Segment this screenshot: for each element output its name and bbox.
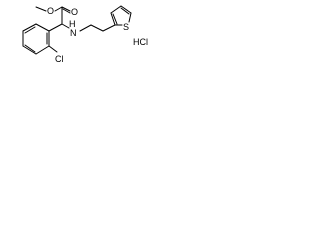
ch2-to-thiophene-bond xyxy=(102,24,116,32)
sulfur-label: S xyxy=(123,22,129,32)
ester-oxygen-single-label: O xyxy=(47,6,54,16)
ch2-ch2-bond xyxy=(90,24,104,32)
ester-o-c-bond xyxy=(54,6,63,12)
methyl-bond xyxy=(35,6,47,12)
phenyl-bond-2 xyxy=(35,45,50,55)
chlorine-label: Cl xyxy=(55,54,64,64)
phenyl-bond-5-double xyxy=(24,26,36,34)
ester-oxygen-double-label: O xyxy=(71,7,78,17)
chemical-structure: O O H N S Cl HCl xyxy=(22,5,148,64)
alpha-to-phenyl-bond xyxy=(48,23,63,32)
n-to-ch2-bond xyxy=(79,24,92,32)
carbonyl-double-bond-2 xyxy=(62,8,71,14)
phenyl-bond-3 xyxy=(22,45,37,55)
phenyl-bond-3-double xyxy=(24,44,36,53)
phenyl-to-cl-bond xyxy=(48,45,58,53)
thiophene-c5-s-bond xyxy=(128,12,132,23)
phenyl-bond-5 xyxy=(22,23,37,32)
thiophene-c2-c3-bond xyxy=(110,12,116,26)
thiophene-c4-c5-double xyxy=(120,7,130,15)
thiophene-c2-c3-double xyxy=(112,13,118,25)
phenyl-bond-6 xyxy=(35,23,50,32)
carbonyl-double-bond-1 xyxy=(61,6,71,12)
alpha-to-n-bond xyxy=(61,23,70,29)
amine-n-label: N xyxy=(70,28,77,38)
thiophene-c4-c5-bond xyxy=(120,5,132,14)
thiophene-c3-c4-bond xyxy=(110,5,122,14)
amine-h-label: H xyxy=(69,19,76,29)
hcl-label: HCl xyxy=(133,37,148,47)
